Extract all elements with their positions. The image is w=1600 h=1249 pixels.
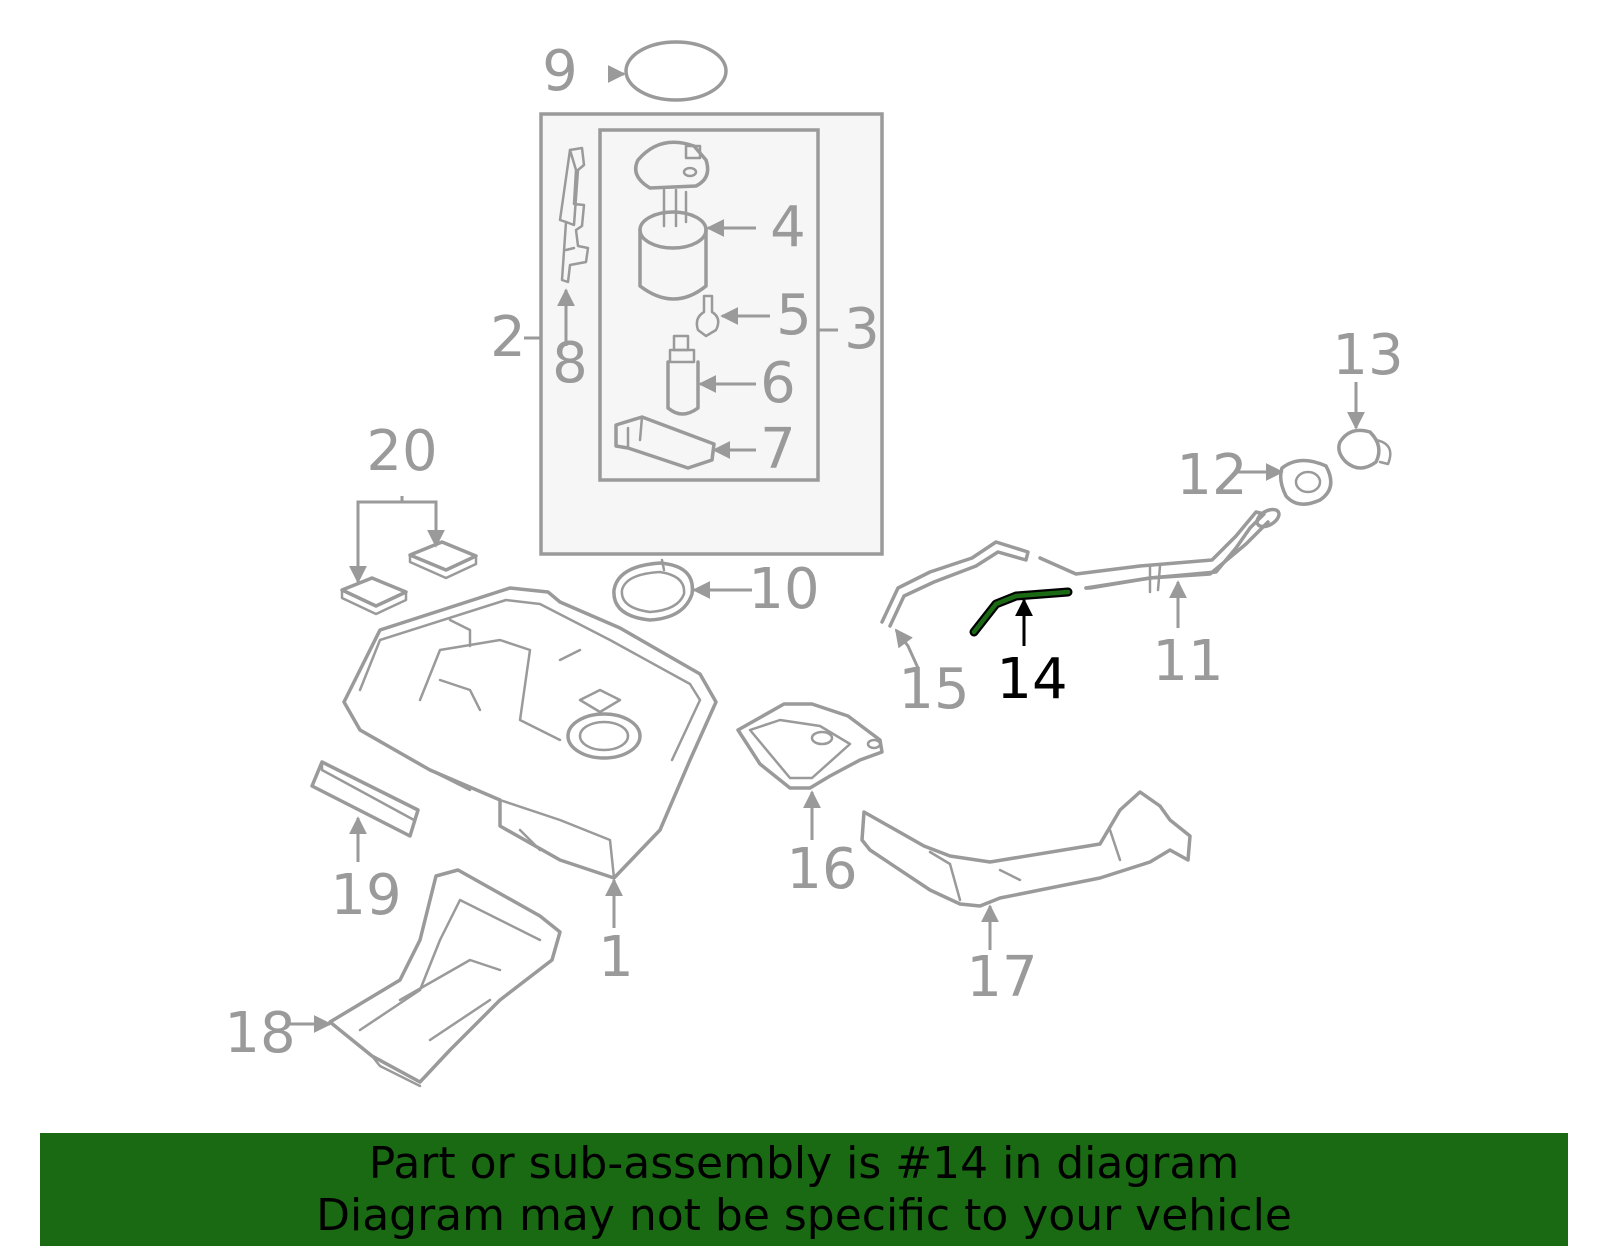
callout-20[interactable]: 20 (366, 419, 437, 484)
part-12-housing[interactable] (1278, 458, 1333, 506)
part-7-strainer[interactable] (614, 415, 716, 470)
callout-2[interactable]: 2 (490, 305, 526, 370)
callout-7[interactable]: 7 (760, 417, 796, 482)
part-18-heat-shield[interactable] (328, 868, 562, 1088)
part-5-filter[interactable] (695, 294, 720, 338)
part-11-filler-pipe[interactable] (1038, 506, 1282, 594)
part-20-insulator-pads[interactable] (340, 540, 478, 616)
callout-4[interactable]: 4 (770, 195, 806, 260)
callout-9[interactable]: 9 (542, 39, 578, 104)
part-10-lock-ring[interactable] (612, 558, 695, 622)
callout-3[interactable]: 3 (844, 297, 880, 362)
callout-11[interactable]: 11 (1152, 629, 1223, 694)
part-6-pump[interactable] (666, 334, 700, 416)
callout-12[interactable]: 12 (1176, 443, 1247, 508)
assembly-box-3 (598, 128, 820, 482)
callout-19[interactable]: 19 (330, 863, 401, 928)
banner-line-2: Diagram may not be specific to your vehi… (316, 1189, 1292, 1241)
callout-13[interactable]: 13 (1332, 323, 1403, 388)
callout-16[interactable]: 16 (786, 837, 857, 902)
banner-line-1: Part or sub-assembly is #14 in diagram (368, 1137, 1240, 1189)
part-9-seal-ring[interactable] (624, 40, 728, 102)
part-13-filler-cap[interactable] (1337, 428, 1392, 470)
callout-5[interactable]: 5 (776, 283, 812, 348)
info-banner: Part or sub-assembly is #14 in diagram D… (40, 1133, 1568, 1246)
part-16-skid-plate[interactable] (736, 702, 884, 790)
callout-labels: 9 4 5 2 3 8 6 7 20 10 13 12 11 14 15 16 … (224, 39, 1403, 1066)
part-4-fuel-pump-module[interactable] (634, 140, 710, 301)
part-1-fuel-tank[interactable] (342, 586, 718, 880)
part-15-vent-tube[interactable] (880, 540, 1030, 628)
callout-18[interactable]: 18 (224, 1001, 295, 1066)
part-17-bracket[interactable] (860, 790, 1192, 908)
callout-14[interactable]: 14 (996, 647, 1067, 712)
callout-1[interactable]: 1 (598, 925, 634, 990)
callout-17[interactable]: 17 (966, 945, 1037, 1010)
callout-10[interactable]: 10 (748, 557, 819, 622)
callout-8[interactable]: 8 (552, 331, 588, 396)
callout-arrows (290, 65, 1365, 1033)
part-8-sender-unit[interactable] (558, 146, 590, 284)
callout-6[interactable]: 6 (760, 351, 796, 416)
part-14-hose-highlighted[interactable] (969, 587, 1073, 637)
callout-15[interactable]: 15 (898, 657, 969, 722)
part-19-shield[interactable] (310, 760, 420, 838)
